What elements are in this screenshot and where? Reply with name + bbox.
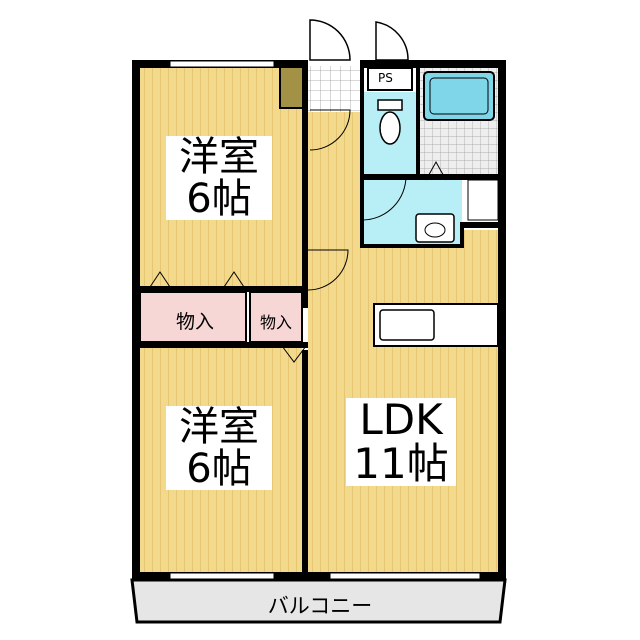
room-name: LDK — [359, 395, 443, 444]
room-name: 洋室 — [179, 134, 259, 180]
bathtub-inner — [429, 77, 489, 115]
balcony-label: バルコニー — [267, 594, 373, 618]
room-size: 6帖 — [186, 446, 252, 492]
closet-left-label: 物入 — [175, 311, 214, 333]
bathtub — [423, 71, 495, 121]
western-room-north-label: 洋室 6帖 — [166, 136, 272, 220]
ldk-label: LDK 11帖 — [346, 395, 456, 489]
windows — [169, 60, 481, 580]
basin-bowl — [424, 222, 446, 238]
entrance-door — [309, 19, 409, 61]
hallway-floor — [308, 108, 360, 248]
wash-basin — [415, 213, 455, 243]
toilet-tank — [377, 99, 403, 111]
washing-machine-space — [467, 179, 499, 221]
entrance-floor — [308, 66, 360, 112]
room-size: 11帖 — [353, 439, 449, 489]
western-room-south-label: 洋室 6帖 — [166, 406, 272, 490]
ps-label: PS — [378, 71, 393, 85]
toilet-bowl — [379, 111, 401, 145]
room-name: 洋室 — [179, 404, 259, 450]
interior-doors — [147, 109, 447, 363]
shoe-box — [279, 65, 307, 109]
room-size: 6帖 — [186, 176, 252, 222]
closet-right-label: 物入 — [259, 313, 292, 332]
kitchen-sink — [379, 309, 435, 341]
